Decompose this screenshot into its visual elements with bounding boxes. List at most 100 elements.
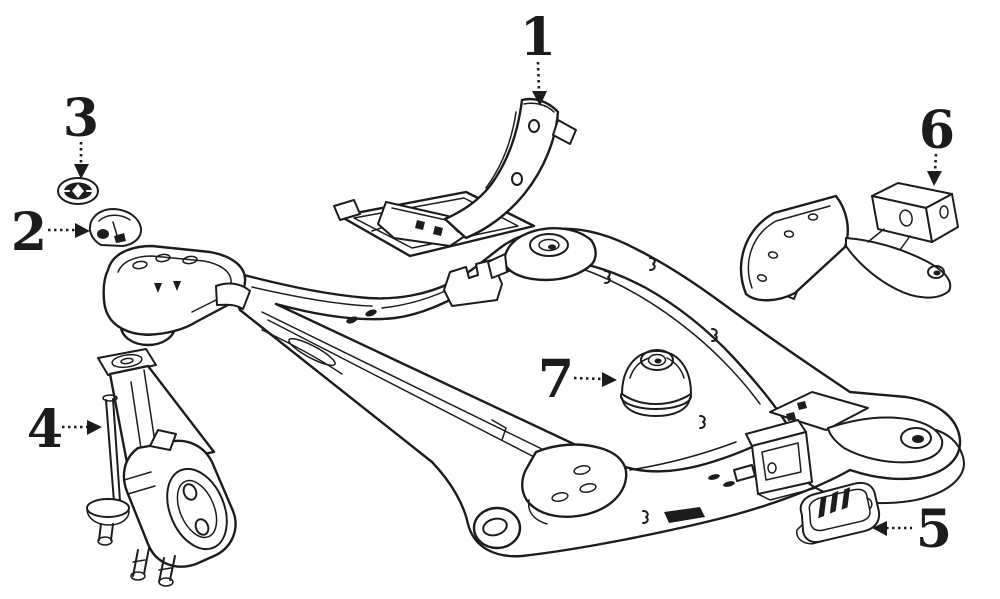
- plate-bolt: [786, 412, 796, 421]
- stopper-shadow: [97, 229, 109, 239]
- pad-tongue: [215, 282, 251, 310]
- pad-bolt-mark: [173, 281, 181, 291]
- stud: [143, 547, 150, 575]
- stud-thread: [132, 559, 146, 563]
- right-corner-assembly: [733, 391, 965, 504]
- pad-hole: [551, 491, 569, 503]
- body-top-tab: [149, 429, 177, 451]
- channel-hole: [767, 462, 777, 474]
- boss-ring-inner: [538, 238, 560, 252]
- top-pad-ring-inner: [120, 357, 134, 365]
- bottom-pad-body: [521, 443, 628, 518]
- pad-hole: [155, 253, 171, 263]
- washer-rim: [86, 509, 130, 526]
- stud: [169, 555, 176, 581]
- hook-mark: [699, 415, 706, 429]
- callout-5[interactable]: 5: [872, 499, 952, 560]
- stopper-shadow-2: [114, 233, 126, 243]
- callout-2-label[interactable]: 2: [11, 202, 47, 263]
- lobe-hole: [927, 265, 945, 279]
- right-arm-eye: [900, 427, 932, 449]
- part-7-insulator-dome: [620, 349, 692, 417]
- fan-hole: [783, 230, 795, 238]
- torque-strut-arm: [443, 97, 560, 240]
- callout-6-label[interactable]: 6: [919, 100, 955, 161]
- clip-notch: [866, 497, 873, 510]
- rail-slot-wedge: [664, 507, 705, 523]
- callout-7-leader: [573, 376, 604, 381]
- callout-1-label[interactable]: 1: [520, 7, 556, 68]
- hook-mark: [711, 328, 718, 342]
- body-strap: [123, 471, 152, 481]
- bolt-shaft: [112, 398, 121, 502]
- pad-bolt-mark: [154, 283, 162, 293]
- stud: [132, 549, 139, 577]
- corner-tab: [733, 464, 756, 482]
- body-strap-2: [127, 485, 156, 495]
- lobe-hole-center: [933, 270, 941, 276]
- callout-4[interactable]: 4: [27, 399, 102, 460]
- part-1-upper-bracket-assembly: [333, 97, 577, 258]
- dome-center: [654, 358, 662, 364]
- callout-3-label[interactable]: 3: [63, 88, 99, 149]
- callout-4-arrowhead: [87, 420, 102, 435]
- bolt-washer: [86, 498, 130, 518]
- part-5-clip-nut: [796, 481, 881, 545]
- channel-inner: [761, 442, 802, 481]
- callout-2[interactable]: 2: [11, 202, 90, 263]
- boss-body: [502, 227, 597, 282]
- dome-contour: [666, 357, 685, 379]
- clip-spring-coil: [841, 487, 851, 510]
- fan-hole: [756, 274, 768, 282]
- bracket-neck-lobe: [845, 237, 952, 299]
- bolt-tip-2: [110, 523, 114, 541]
- neck-line: [899, 235, 911, 251]
- body-face-hole: [194, 518, 210, 536]
- bolt-head: [102, 394, 118, 402]
- bolt-slot: [365, 309, 377, 317]
- bottom-mount-pad: [472, 443, 628, 550]
- clip-inner-rim: [808, 488, 871, 532]
- arm-inner-line: [485, 111, 517, 189]
- bolt-shaft: [105, 399, 115, 503]
- callout-3[interactable]: 3: [63, 88, 99, 179]
- right-top-plate: [769, 391, 869, 431]
- callout-7[interactable]: 7: [538, 349, 617, 410]
- callout-7-arrowhead: [602, 372, 617, 387]
- front-member-slot: [288, 337, 336, 367]
- fan-hole: [807, 213, 819, 221]
- channel-block-front: [751, 431, 813, 495]
- dome-base-rim: [621, 397, 691, 417]
- stud-cap: [158, 577, 174, 587]
- bolt-slot: [708, 474, 720, 480]
- boss-left-wing: [487, 253, 508, 279]
- callout-1[interactable]: 1: [520, 7, 556, 106]
- arm-peg: [552, 119, 577, 145]
- base-bolt: [433, 226, 443, 236]
- pad-hole: [579, 482, 597, 494]
- fan-plate: [739, 194, 849, 302]
- pad-hole: [573, 464, 591, 476]
- mount-body: [122, 439, 237, 568]
- pad-hole: [132, 260, 148, 270]
- channel-flange: [757, 487, 817, 501]
- body-face-hole: [182, 483, 198, 501]
- callout-6-arrowhead: [927, 171, 942, 186]
- bottom-rail-flange-line: [629, 441, 737, 471]
- part-4-front-mount-assembly: [86, 348, 237, 587]
- callout-4-label[interactable]: 4: [27, 399, 63, 460]
- top-rail-flange-line: [251, 286, 373, 307]
- fan-plate-inner-arc: [747, 205, 831, 289]
- body-face-ring: [166, 467, 228, 551]
- callout-7-label[interactable]: 7: [538, 349, 574, 410]
- callout-1-leader: [536, 61, 541, 93]
- stud-thread: [158, 567, 172, 571]
- callout-6[interactable]: 6: [919, 100, 955, 186]
- callout-5-label[interactable]: 5: [916, 499, 952, 560]
- front-member-notch: [491, 419, 507, 441]
- part-6-side-bracket-assembly: [739, 182, 959, 302]
- fan-hole: [767, 251, 779, 259]
- bottom-bushing-eye: [482, 517, 508, 537]
- callout-1-arrowhead: [532, 91, 547, 106]
